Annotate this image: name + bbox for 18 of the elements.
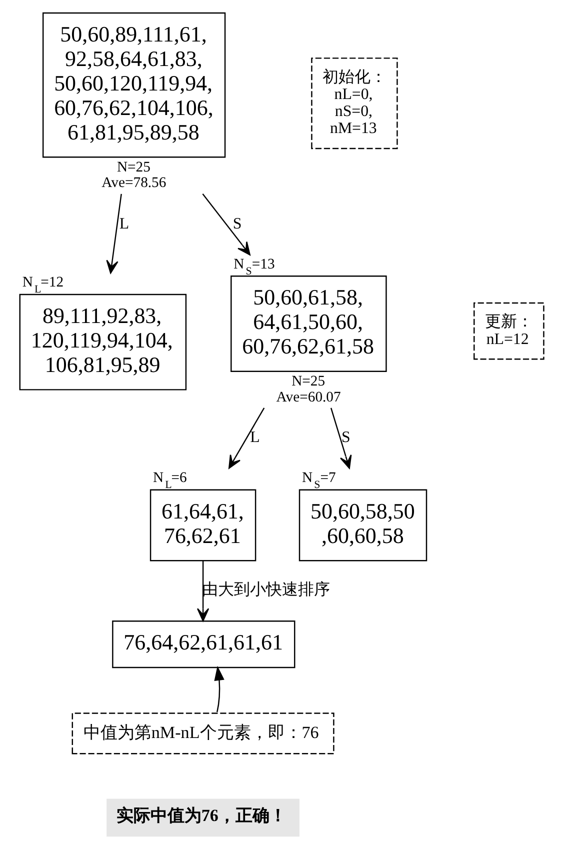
edge-label: 由大到小快速排序: [202, 582, 330, 599]
edge-label: S: [342, 429, 350, 446]
node-label: N$_{S}$=7: [302, 470, 336, 492]
arrow: [214, 666, 224, 712]
node-label: N$_{L}$=12: [22, 274, 64, 296]
arrow: [196, 560, 210, 622]
node-label: N$_{S}$=13: [234, 256, 275, 278]
arrow: [330, 408, 352, 469]
node-box: 实际中值为76，正确！: [106, 798, 300, 837]
node-label: N$_{L}$=6: [152, 470, 187, 492]
edge-label: L: [250, 429, 260, 446]
arrow: [106, 194, 122, 274]
edge-label: L: [119, 215, 130, 232]
arrow: [202, 194, 250, 256]
node-label: N=25 Ave=60.07: [276, 374, 341, 406]
edge-label: S: [232, 215, 242, 232]
arrow: [228, 408, 265, 469]
node-label: N=25 Ave=78.56: [102, 159, 166, 192]
